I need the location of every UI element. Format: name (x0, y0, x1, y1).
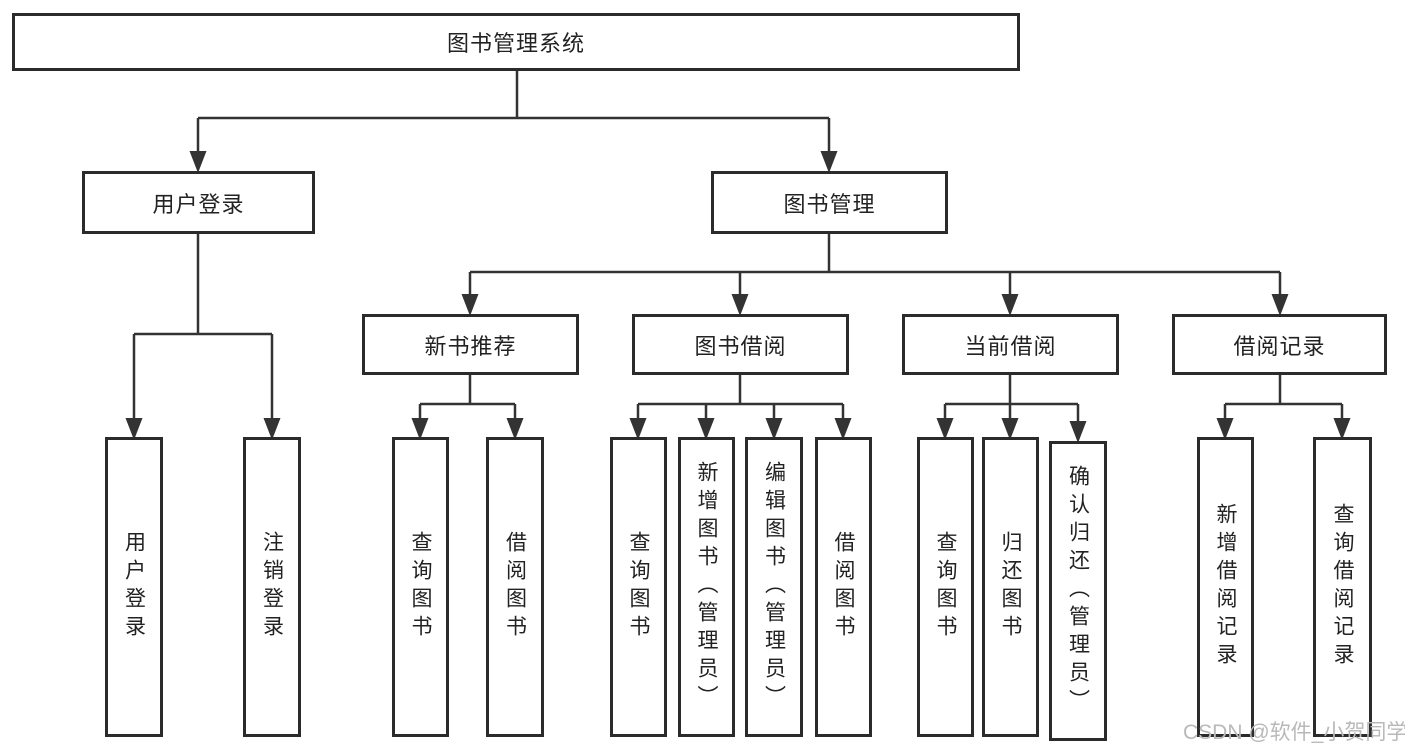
leaf-add-books-admin: 新增图书（管理员） (678, 437, 735, 737)
node-book-management: 图书管理 (711, 171, 948, 234)
node-user-login: 用户登录 (82, 171, 315, 234)
node-library-management-system: 图书管理系统 (12, 13, 1020, 71)
node-current-borrowing: 当前借阅 (902, 314, 1119, 375)
leaf-query-borrow-record: 查询借阅记录 (1313, 437, 1372, 737)
leaf-user-login: 用户登录 (105, 437, 163, 737)
leaf-query-books-borrow: 查询图书 (610, 437, 667, 737)
leaf-logout: 注销登录 (243, 437, 301, 737)
leaf-edit-books-admin: 编辑图书（管理员） (745, 437, 803, 737)
leaf-return-books: 归还图书 (982, 437, 1039, 737)
node-new-book-recommendation: 新书推荐 (362, 314, 579, 375)
node-book-borrowing: 图书借阅 (632, 314, 849, 375)
leaf-borrow-books-recommend: 借阅图书 (486, 437, 544, 737)
node-borrowing-records: 借阅记录 (1172, 314, 1387, 375)
leaf-confirm-return-admin: 确认归还（管理员） (1049, 441, 1107, 741)
leaf-borrow-books: 借阅图书 (815, 437, 872, 737)
csdn-watermark: CSDN @软件_小贺同学 (1183, 721, 1405, 744)
leaf-query-books-recommend: 查询图书 (392, 437, 449, 737)
leaf-add-borrow-record: 新增借阅记录 (1197, 437, 1254, 737)
leaf-query-books-current: 查询图书 (917, 437, 974, 737)
